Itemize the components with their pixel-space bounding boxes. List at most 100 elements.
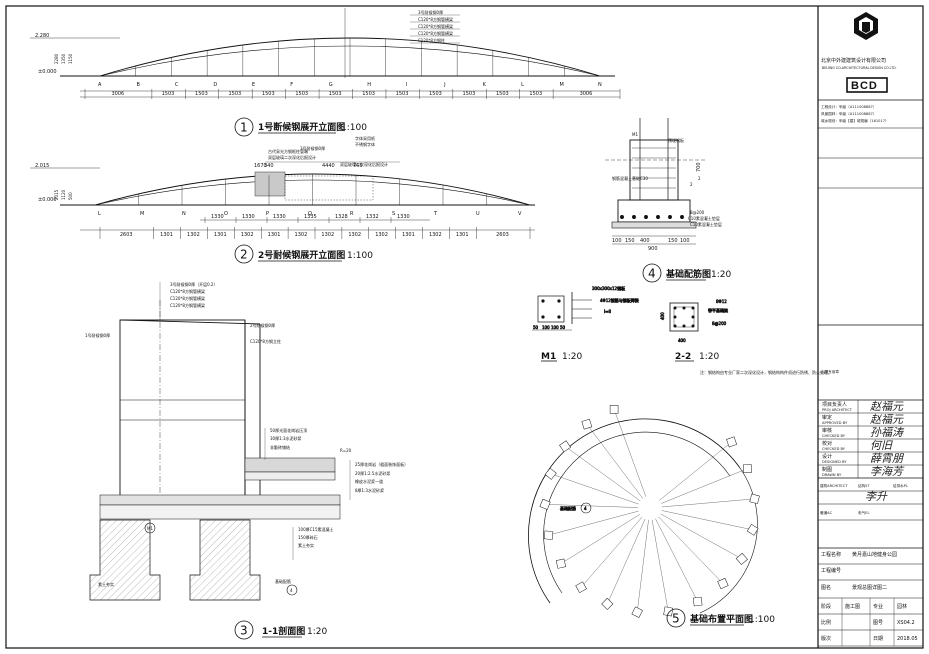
fnd-rebar <box>632 215 636 219</box>
plan-radial <box>659 441 732 501</box>
tb-field-value: 园林 <box>897 603 907 610</box>
bcd-logo: BCD <box>846 77 888 93</box>
tb-field-value: XS04.2 <box>897 620 915 626</box>
s22-scale: 1:20 <box>699 352 719 362</box>
elev1-span-dim: 1503 <box>228 91 241 97</box>
tb-discipline: 暖通AC <box>820 510 833 515</box>
elev1-span-dim: 1503 <box>295 91 308 97</box>
fnd-label: C10素混凝土垫层 <box>688 215 720 221</box>
elev1-axis-label: J <box>443 82 445 88</box>
plan-arc-return <box>699 467 758 614</box>
elev1-axis-label: N <box>598 82 602 88</box>
sect-base-layer <box>99 494 341 506</box>
plan-footing-pad <box>559 440 571 453</box>
elev1-level-top: 2.280 <box>35 33 49 39</box>
elev2-upper-dim: 1330 <box>397 214 410 220</box>
plan-scale: 1:100 <box>749 615 775 625</box>
fnd-label: 2 <box>698 176 701 181</box>
elev2-axis-label: Q <box>308 211 312 217</box>
plan-footing-pad <box>742 464 752 474</box>
fnd-dim: 150 <box>668 238 678 244</box>
sect-note: 3号耐候钢0厚（开层0.2） <box>170 281 217 287</box>
sect-note: C120*8方钢管横梁 <box>170 288 205 294</box>
view-section-1-1: 3号耐候钢0厚（开层0.2）C120*8方钢管横梁C120*8方钢管横梁C120… <box>85 281 408 640</box>
s22-rebar <box>691 306 695 310</box>
tb-field-value: 2018.05 <box>897 636 918 642</box>
sect-number: 3 <box>240 624 248 638</box>
sect-note: C120*8方钢管横梁 <box>170 302 205 308</box>
plan-callout-circle <box>580 502 592 514</box>
elev2-vdim: 1120 <box>61 189 66 200</box>
s22-rebar <box>673 324 677 328</box>
plan-footing-pad <box>543 530 554 540</box>
elev1-axis-label: F <box>290 82 293 88</box>
fnd-dim: 100 <box>680 238 690 244</box>
m1-dim: 50 <box>560 325 566 330</box>
elev2-scale: 1:100 <box>347 251 373 261</box>
elev2-span-dim: 1302 <box>375 232 388 238</box>
sect-note: 1号耐候钢0厚 <box>85 332 110 338</box>
s22-title: 2-2 <box>675 352 691 362</box>
plan-arc-inner <box>543 431 731 594</box>
elev1-span-dim: 1503 <box>496 91 509 97</box>
tb-signature: 李海芳 <box>870 465 905 478</box>
elev2-mid-dim: 1670 <box>254 163 267 169</box>
elev1-axis-label: A <box>98 82 102 88</box>
elev1-span-dim: 3006 <box>580 91 593 97</box>
tb-project-name: 黄月嘉山地健身公园 <box>852 551 897 558</box>
elev2-span-dim: 1301 <box>268 232 281 238</box>
elev1-note: C120*8方钢管横梁 <box>418 23 453 29</box>
elev2-span-dim: 1302 <box>241 232 254 238</box>
sect-frame-outline <box>119 319 246 501</box>
plan-number-circle <box>666 608 686 628</box>
tb-row-en: DESIGNED BY <box>822 460 847 464</box>
s22-rebar <box>691 315 695 319</box>
elev1-note: C120*8方钢管横梁 <box>418 16 453 22</box>
plan-footing-pad <box>544 467 557 480</box>
plan-footing-pad <box>726 436 738 448</box>
fnd-rebar <box>644 215 648 219</box>
plan-footing-pad <box>581 418 593 430</box>
m1-plate <box>537 295 565 323</box>
elev1-note: C120*8方钢柱 <box>418 37 445 43</box>
elev1-note: C120*8方钢管横梁 <box>418 30 453 36</box>
plan-radial <box>607 518 646 604</box>
s22-rebar <box>682 306 686 310</box>
s22-label: 带平基础梁 <box>708 307 728 313</box>
m1-dim: 100 <box>542 325 550 330</box>
s22-dim: 400 <box>678 338 686 343</box>
fnd-label: 钢筋混凝土基础C30 <box>612 175 648 181</box>
sect-note: 2号耐候钢0厚 <box>250 322 275 328</box>
sect-note: 基础配筋 <box>275 578 291 584</box>
sheet-border <box>5 5 924 649</box>
sect-pavement-mortar <box>244 471 336 481</box>
elev1-span-dim: 1503 <box>529 91 542 97</box>
plan-footing-pad <box>749 493 760 505</box>
sect-note: 30厚1:3水泥砂浆 <box>270 435 302 441</box>
svg-text:BCD: BCD <box>851 80 878 92</box>
plan-radial <box>655 518 698 602</box>
elev2-axis-label: S <box>392 211 395 217</box>
plan-radial <box>586 424 643 499</box>
plan-radial <box>661 498 755 508</box>
sect-note: 素土夯实 <box>298 542 314 548</box>
sect-note: 100厚C15素混凝土 <box>298 526 334 532</box>
elev2-note: 双层玻璃二次深化后报设计 <box>340 161 388 167</box>
tb-field-label: 专业 <box>873 603 883 610</box>
elev1-vdim: 1350 <box>61 53 66 64</box>
s22-rebar <box>673 315 677 319</box>
tb-signature: 赵福元 <box>870 413 904 426</box>
tb-row-en: CHECKED BY <box>822 434 846 438</box>
plan-radial <box>661 510 753 530</box>
elev2-note: 不锈钢字体 <box>355 141 375 147</box>
sect-callout-m1: M1 <box>147 526 153 531</box>
plan-footing-pad <box>746 523 759 536</box>
tb-row-cn: 制图 <box>822 466 832 473</box>
elev2-note: 字体采用纸 <box>355 135 375 141</box>
elev1-axis-label: B <box>136 82 140 88</box>
elev2-level-top: 2.015 <box>35 163 49 169</box>
m1-anchor <box>557 299 561 303</box>
tb-discipline: 建筑ARCHITECT <box>820 483 848 488</box>
